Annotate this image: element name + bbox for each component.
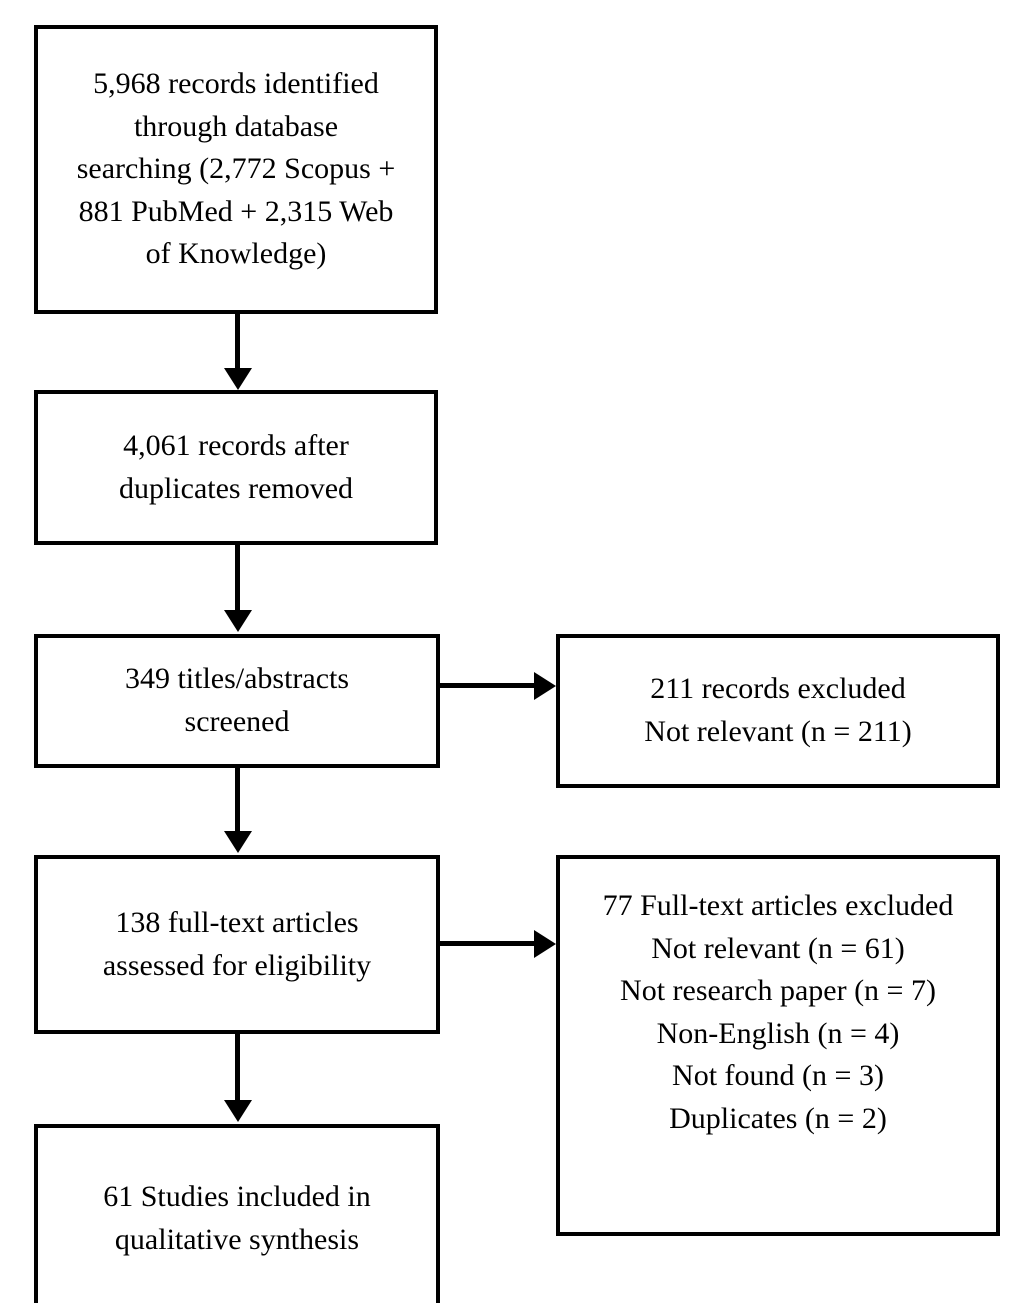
arrow-head-down-icon bbox=[224, 368, 252, 390]
node-fulltext-excluded-line-1: 77 Full-text articles excluded bbox=[602, 889, 954, 922]
node-eligibility-line-1: 138 full-text articles bbox=[115, 905, 359, 939]
node-fulltext-excluded-line-5: Not found (n = 3) bbox=[672, 1059, 884, 1093]
node-records-excluded-line-2: Not relevant (n = 211) bbox=[644, 715, 912, 748]
node-records-identified-line-1: 5,968 records identified bbox=[93, 67, 379, 101]
node-records-identified-line-5: of Knowledge) bbox=[145, 237, 327, 271]
arrow-shaft bbox=[235, 545, 240, 612]
node-records-identified-line-4: 881 PubMed + 2,315 Web bbox=[78, 194, 394, 228]
node-records-identified-line-2: through database bbox=[133, 109, 339, 143]
arrow-shaft bbox=[235, 768, 240, 833]
node-dedup-line-1: 4,061 records after bbox=[123, 428, 349, 462]
node-studies-included-qualitative-synthesis: 61 Studies included in qualitative synth… bbox=[34, 1124, 440, 1303]
node-records-identified: 5,968 records identified through databas… bbox=[34, 25, 438, 314]
node-records-excluded-line-1: 211 records excluded bbox=[650, 672, 906, 706]
arrow-shaft bbox=[440, 941, 536, 946]
arrow-shaft bbox=[235, 1034, 240, 1102]
node-included-line-2: qualitative synthesis bbox=[114, 1223, 360, 1256]
arrow-head-right-icon bbox=[534, 672, 556, 700]
node-eligibility-line-2: assessed for eligibility bbox=[102, 948, 372, 982]
arrow-head-down-icon bbox=[224, 831, 252, 853]
node-titles-abstracts-screened: 349 titles/abstracts screened bbox=[34, 634, 440, 768]
node-fulltext-articles-excluded: 77 Full-text articles excluded Not relev… bbox=[556, 855, 1000, 1236]
node-records-excluded: 211 records excluded Not relevant (n = 2… bbox=[556, 634, 1000, 788]
node-screened-line-2: screened bbox=[184, 705, 290, 738]
node-records-after-duplicates-removed: 4,061 records after duplicates removed bbox=[34, 390, 438, 545]
arrow-head-right-icon bbox=[534, 930, 556, 958]
node-fulltext-excluded-line-2: Not relevant (n = 61) bbox=[651, 931, 905, 965]
node-records-identified-line-3: searching (2,772 Scopus + bbox=[76, 152, 396, 186]
arrow-head-down-icon bbox=[224, 1100, 252, 1122]
node-fulltext-excluded-line-4: Non-English (n = 4) bbox=[656, 1016, 900, 1050]
node-fulltext-excluded-line-6: Duplicates (n = 2) bbox=[669, 1101, 887, 1135]
arrow-head-down-icon bbox=[224, 610, 252, 632]
node-fulltext-excluded-line-3: Not research paper (n = 7) bbox=[620, 974, 936, 1008]
node-dedup-line-2: duplicates removed bbox=[118, 471, 354, 505]
node-fulltext-assessed-for-eligibility: 138 full-text articles assessed for elig… bbox=[34, 855, 440, 1034]
arrow-shaft bbox=[235, 314, 240, 370]
node-screened-line-1: 349 titles/abstracts bbox=[124, 662, 350, 696]
node-included-line-1: 61 Studies included in bbox=[103, 1180, 371, 1214]
arrow-shaft bbox=[440, 683, 536, 688]
